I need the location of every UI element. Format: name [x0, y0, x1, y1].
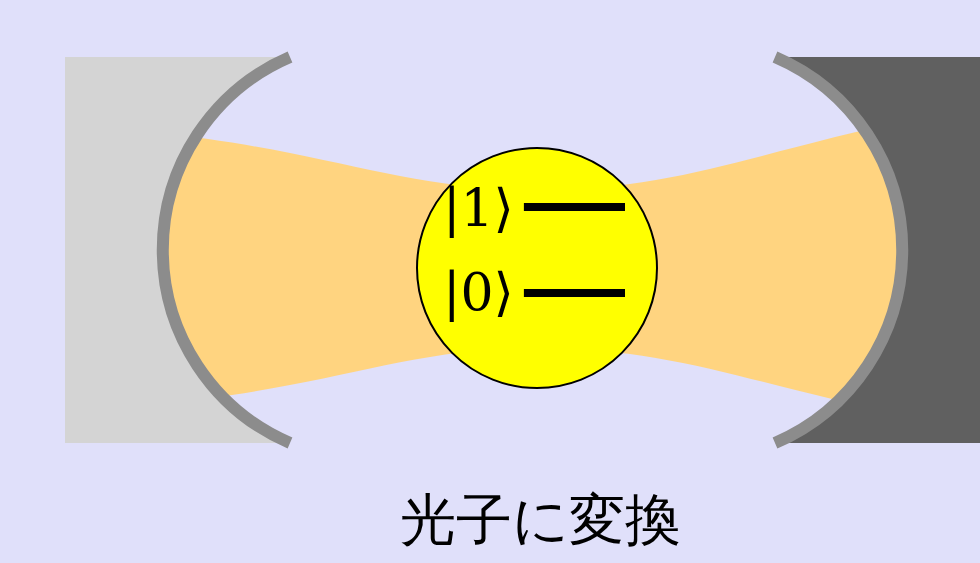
caption: 光子に変換	[400, 489, 681, 551]
energy-level	[524, 289, 625, 297]
left-mirror	[163, 57, 290, 443]
energy-level	[524, 203, 625, 211]
atom-circle: |1⟩ |0⟩	[415, 146, 659, 390]
right-mirror	[775, 57, 902, 443]
left-mirror-block	[65, 57, 290, 443]
state-label: |0⟩	[443, 266, 514, 318]
light-beam	[150, 118, 920, 418]
state-label: |1⟩	[443, 182, 514, 234]
right-mirror-block	[775, 57, 980, 443]
atom-circle-shape	[417, 148, 657, 388]
